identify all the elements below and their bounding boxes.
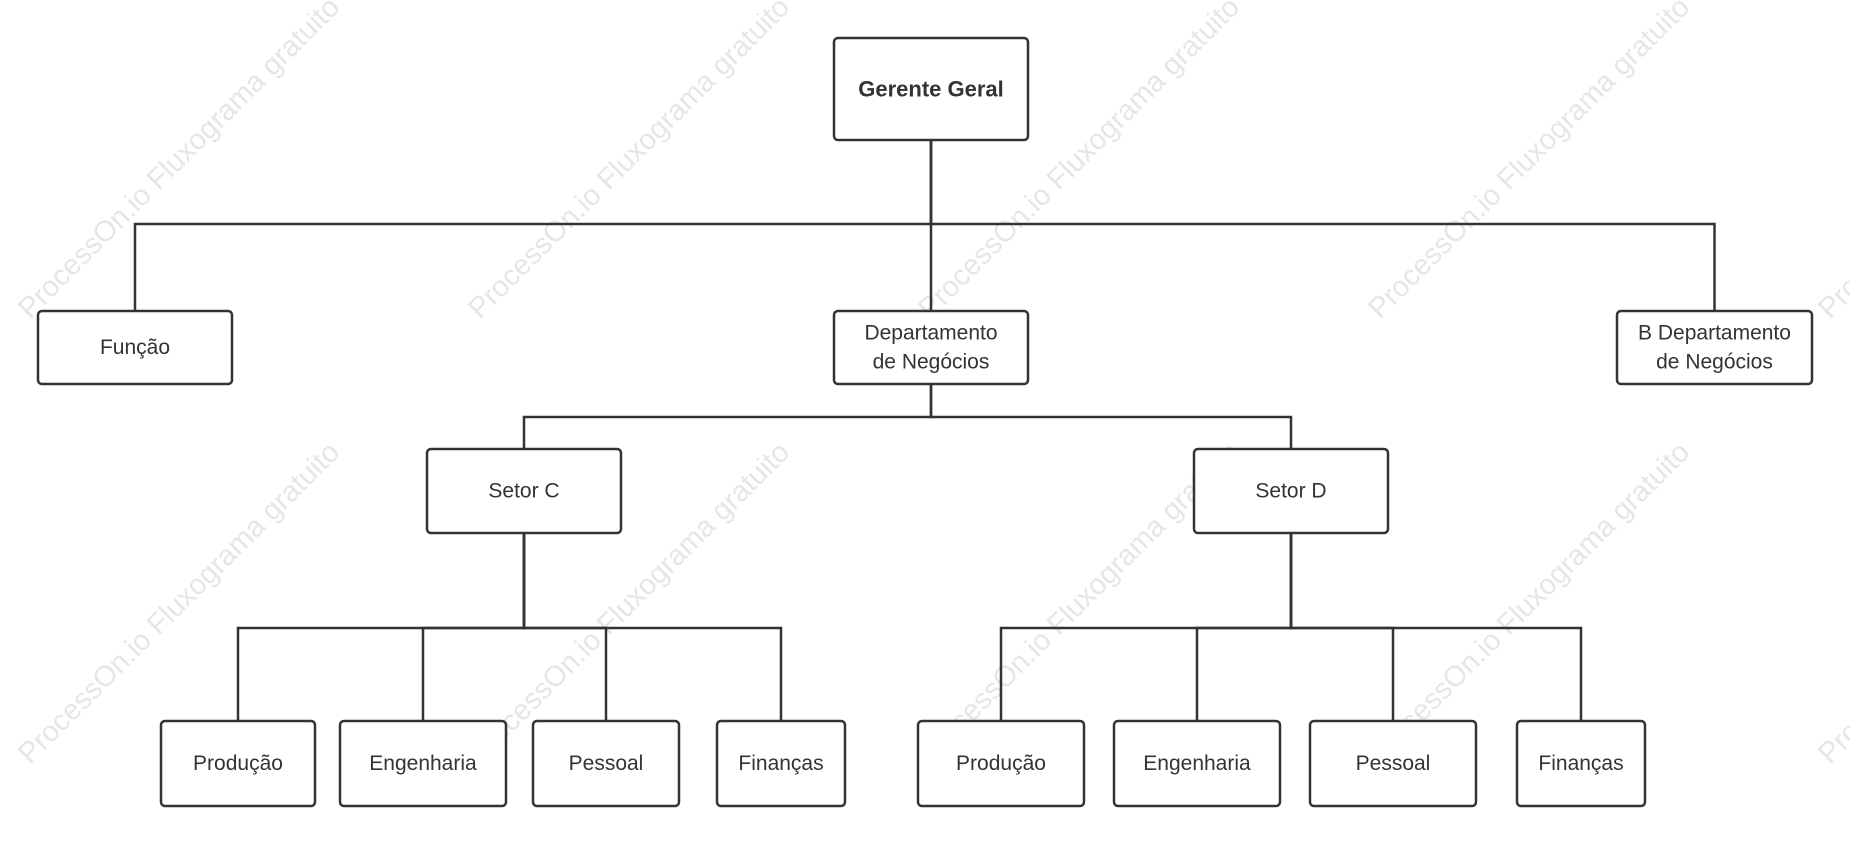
node-label: de Negócios	[873, 351, 990, 374]
node-box[interactable]	[338, 719, 508, 808]
node-c-financas[interactable]: Finanças	[715, 719, 847, 808]
node-box[interactable]	[832, 309, 1030, 386]
node-label: Engenharia	[1143, 752, 1251, 775]
node-setor-c[interactable]: Setor C	[425, 447, 623, 535]
node-label: Pessoal	[1356, 752, 1431, 775]
connector-setor-d-to-d-financas	[1289, 533, 1583, 721]
connector-setor-c-to-c-engenharia	[421, 533, 526, 721]
node-c-engenharia[interactable]: Engenharia	[338, 719, 508, 808]
connector-setor-d-to-d-engenharia	[1195, 533, 1293, 721]
watermark-text: ProcessOn.io Fluxograma gratuito	[1812, 436, 1850, 770]
watermark-text: ProcessOn.io Fluxograma gratuito	[12, 0, 346, 325]
node-label: Produção	[193, 752, 283, 775]
watermark-text: ProcessOn.io Fluxograma gratuito	[1812, 0, 1850, 325]
node-label: Setor C	[488, 480, 559, 503]
node-label: Pessoal	[569, 752, 644, 775]
node-label: Produção	[956, 752, 1046, 775]
node-box[interactable]	[916, 719, 1086, 808]
connector-setor-c-to-c-financas	[522, 533, 783, 721]
node-box[interactable]	[1515, 719, 1647, 808]
watermark-text: ProcessOn.io Fluxograma gratuito	[462, 0, 796, 325]
node-box[interactable]	[832, 36, 1030, 142]
node-label: B Departamento	[1638, 322, 1791, 345]
connector-departamento-negocios-to-setor-c	[522, 384, 933, 449]
node-box[interactable]	[1192, 447, 1390, 535]
node-d-financas[interactable]: Finanças	[1515, 719, 1647, 808]
connector-gerente-geral-to-b-departamento-negocios	[929, 140, 1716, 311]
node-label: Setor D	[1255, 480, 1326, 503]
node-c-pessoal[interactable]: Pessoal	[531, 719, 681, 808]
node-box[interactable]	[36, 309, 234, 386]
watermark-text: ProcessOn.io Fluxograma gratuito	[1362, 0, 1696, 325]
node-label: Engenharia	[369, 752, 477, 775]
node-label: de Negócios	[1656, 351, 1773, 374]
node-d-pessoal[interactable]: Pessoal	[1308, 719, 1478, 808]
node-label: Departamento	[864, 322, 997, 345]
node-box[interactable]	[715, 719, 847, 808]
node-setor-d[interactable]: Setor D	[1192, 447, 1390, 535]
node-c-producao[interactable]: Produção	[159, 719, 317, 808]
node-box[interactable]	[159, 719, 317, 808]
node-d-producao[interactable]: Produção	[916, 719, 1086, 808]
node-d-engenharia[interactable]: Engenharia	[1112, 719, 1282, 808]
node-b-departamento-negocios[interactable]: B Departamento de Negócios	[1615, 309, 1814, 386]
node-gerente-geral[interactable]: Gerente Geral	[832, 36, 1030, 142]
connector-layer	[133, 140, 1716, 721]
node-box[interactable]	[1112, 719, 1282, 808]
connector-gerente-geral-to-funcao	[133, 140, 933, 311]
node-departamento-negocios[interactable]: Departamento de Negócios	[832, 309, 1030, 386]
node-label: Finanças	[1538, 752, 1623, 775]
node-label: Gerente Geral	[858, 77, 1004, 102]
node-funcao[interactable]: Função	[36, 309, 234, 386]
node-box[interactable]	[1615, 309, 1814, 386]
connector-departamento-negocios-to-setor-d	[929, 384, 1293, 449]
node-label: Função	[100, 336, 170, 359]
node-box[interactable]	[531, 719, 681, 808]
node-label: Finanças	[738, 752, 823, 775]
node-box[interactable]	[1308, 719, 1478, 808]
node-box[interactable]	[425, 447, 623, 535]
